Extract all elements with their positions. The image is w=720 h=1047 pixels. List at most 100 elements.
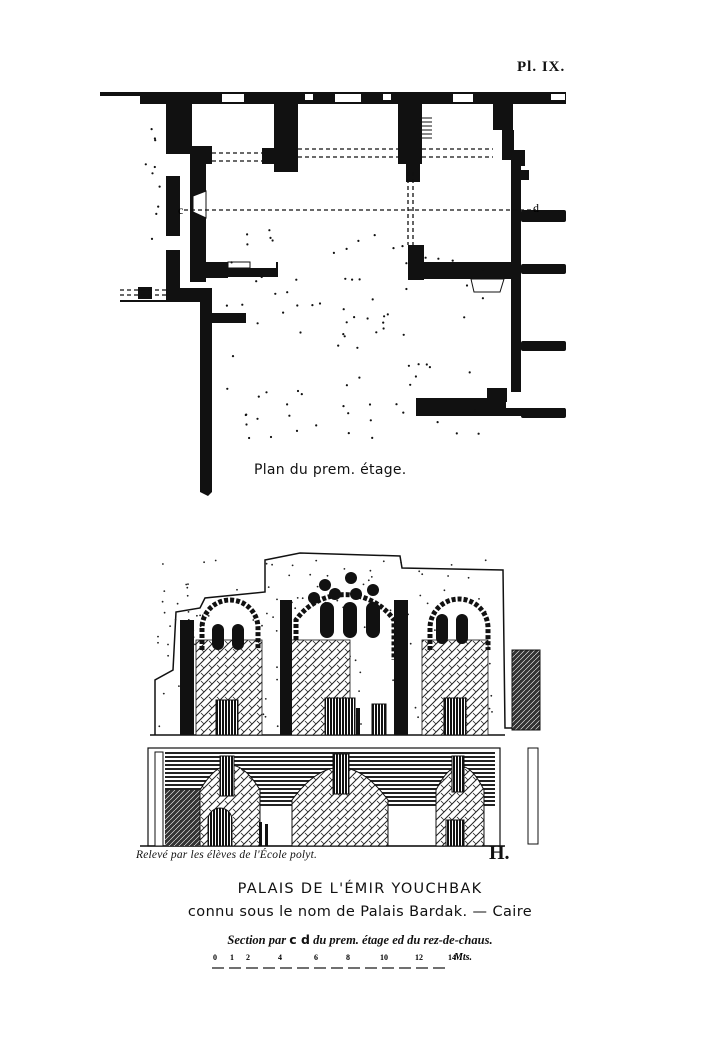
stipple-dot bbox=[256, 417, 259, 420]
artist-monogram: H. bbox=[489, 842, 510, 864]
plan-staircase bbox=[416, 117, 432, 139]
stipple-dot bbox=[468, 371, 471, 374]
stipple-dot bbox=[157, 641, 159, 644]
stipple-dot bbox=[236, 315, 239, 318]
stipple-dot bbox=[311, 304, 314, 307]
stipple-dot bbox=[366, 317, 369, 320]
stipple-dot bbox=[162, 692, 165, 695]
stipple-dot bbox=[154, 139, 157, 142]
stipple-dot bbox=[296, 304, 299, 307]
stipple-dot bbox=[261, 624, 263, 627]
stipple-dot bbox=[463, 316, 466, 319]
scale-tick-label: 10 bbox=[380, 953, 388, 962]
stipple-dot bbox=[345, 384, 348, 387]
stipple-dot bbox=[336, 599, 339, 602]
stipple-dot bbox=[490, 694, 493, 697]
stipple-dot bbox=[455, 432, 458, 435]
stipple-dot bbox=[368, 403, 372, 406]
stipple-dot bbox=[389, 609, 392, 612]
scale-unit: Mts. bbox=[453, 952, 472, 963]
survey-credit: Relevé par les élèves de l'École polyt. bbox=[136, 849, 318, 861]
stipple-dot bbox=[299, 331, 302, 334]
stipple-dot bbox=[419, 594, 422, 597]
stipple-dot bbox=[301, 597, 304, 600]
stipple-dot bbox=[276, 598, 278, 601]
stipple-dot bbox=[257, 395, 260, 398]
stipple-dot bbox=[421, 573, 424, 576]
stipple-dot bbox=[436, 421, 439, 424]
stipple-dot bbox=[343, 335, 346, 338]
stipple-dot bbox=[369, 569, 372, 572]
stipple-dot bbox=[417, 716, 419, 719]
stipple-dot bbox=[337, 344, 340, 347]
stipple-dot bbox=[276, 725, 279, 728]
stipple-dot bbox=[342, 405, 345, 408]
stipple-dot bbox=[484, 559, 487, 562]
stipple-dot bbox=[401, 245, 404, 248]
stipple-dot bbox=[150, 128, 153, 131]
stipple-dot bbox=[265, 391, 268, 394]
stipple-dot bbox=[248, 436, 251, 440]
plan-openings bbox=[192, 190, 505, 293]
stipple-dot bbox=[169, 625, 172, 627]
stipple-dot bbox=[450, 564, 453, 566]
stipple-dot bbox=[370, 576, 373, 578]
stipple-dot bbox=[252, 619, 255, 621]
stipple-dot bbox=[481, 297, 484, 300]
stipple-dot bbox=[150, 237, 154, 240]
stipple-dot bbox=[267, 586, 270, 588]
stipple-dot bbox=[467, 576, 470, 579]
plan-dashed-lines bbox=[120, 148, 536, 296]
stipple-dot bbox=[186, 586, 189, 589]
plan-ruin-dots bbox=[144, 128, 485, 440]
stipple-dot bbox=[187, 611, 190, 613]
plan-walls bbox=[100, 92, 566, 496]
stipple-dot bbox=[383, 315, 386, 318]
section-marker-d: d bbox=[533, 201, 539, 215]
stipple-dot bbox=[276, 666, 278, 669]
stipple-dot bbox=[395, 403, 398, 406]
stipple-dot bbox=[268, 229, 271, 232]
stipple-dot bbox=[407, 364, 410, 367]
stipple-dot bbox=[359, 671, 362, 674]
section-ground-storey bbox=[140, 747, 539, 847]
stipple-dot bbox=[161, 600, 164, 603]
scale-tick-label: 14 bbox=[448, 953, 456, 962]
stipple-dot bbox=[264, 698, 267, 700]
stipple-dot bbox=[357, 239, 360, 242]
stipple-dot bbox=[230, 261, 233, 264]
stipple-dot bbox=[288, 414, 291, 417]
stipple-dot bbox=[358, 278, 361, 281]
stipple-dot bbox=[271, 239, 274, 242]
stipple-dot bbox=[315, 424, 318, 427]
stipple-dot bbox=[315, 559, 318, 562]
stipple-dot bbox=[291, 564, 294, 567]
stipple-dot bbox=[260, 275, 263, 279]
stipple-dot bbox=[371, 298, 374, 301]
stipple-dot bbox=[342, 308, 345, 311]
stipple-dot bbox=[382, 560, 385, 563]
stipple-dot bbox=[236, 588, 238, 591]
stipple-dot bbox=[269, 236, 272, 239]
stipple-dot bbox=[392, 679, 394, 682]
stipple-dot bbox=[163, 611, 166, 614]
stipple-dot bbox=[176, 602, 179, 605]
stipple-dot bbox=[417, 363, 420, 366]
stipple-dot bbox=[163, 590, 166, 592]
stipple-dot bbox=[375, 331, 378, 334]
stipple-dot bbox=[347, 432, 350, 435]
stipple-dot bbox=[426, 602, 429, 605]
stipple-dot bbox=[203, 561, 206, 564]
scale-tick-label: 12 bbox=[415, 953, 423, 962]
stipple-dot bbox=[481, 268, 485, 271]
stipple-dot bbox=[405, 262, 408, 265]
stipple-dot bbox=[409, 642, 412, 645]
stipple-dot bbox=[269, 435, 273, 439]
stipple-dot bbox=[244, 413, 247, 417]
stipple-dot bbox=[351, 278, 354, 281]
scale-tick-label: 1 bbox=[230, 953, 234, 962]
stipple-dot bbox=[371, 436, 374, 439]
stipple-dot bbox=[255, 280, 258, 283]
stipple-dot bbox=[474, 409, 477, 412]
